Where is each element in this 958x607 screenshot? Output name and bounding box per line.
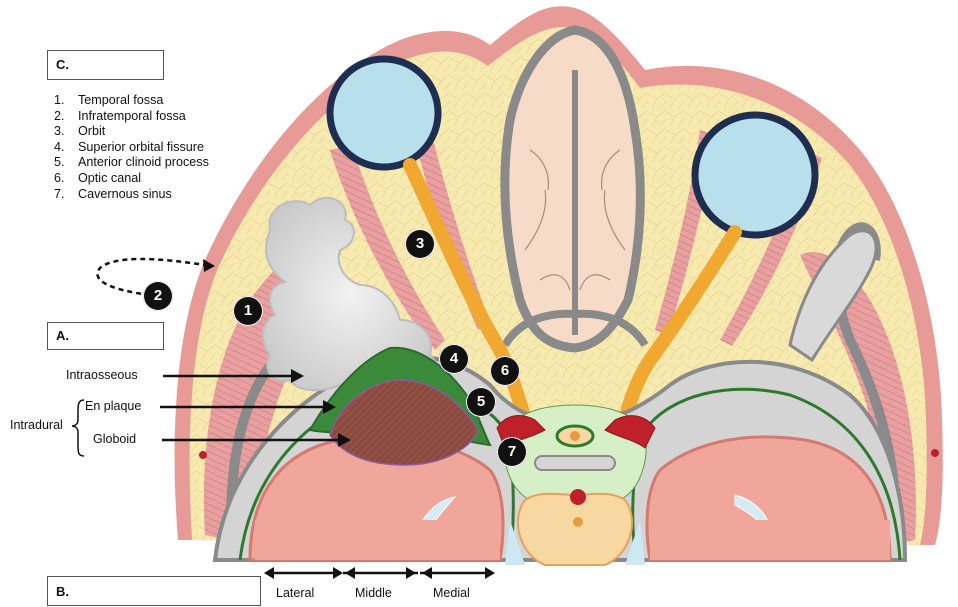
label-intradural: Intradural bbox=[10, 418, 63, 432]
panel-b-label: B. bbox=[47, 576, 261, 606]
zone-arrow-lateral-right-head bbox=[333, 567, 343, 579]
legend-item: 5.Anterior clinoid process bbox=[54, 155, 209, 171]
eye-globe-left bbox=[330, 59, 438, 167]
label-intraosseous: Intraosseous bbox=[66, 368, 138, 382]
zone-label-middle: Middle bbox=[355, 586, 392, 600]
basilar-artery bbox=[570, 489, 586, 505]
marker-1: 1 bbox=[233, 296, 263, 326]
panel-a-label: A. bbox=[47, 322, 164, 350]
label-en-plaque: En plaque bbox=[85, 399, 141, 413]
legend-item: 6.Optic canal bbox=[54, 171, 209, 187]
marker-6: 6 bbox=[490, 356, 520, 386]
zone-arrow-medial-left-head bbox=[422, 567, 432, 579]
legend-item: 1.Temporal fossa bbox=[54, 93, 209, 109]
marker-5: 5 bbox=[466, 387, 496, 417]
label-globoid: Globoid bbox=[93, 432, 136, 446]
marker-2: 2 bbox=[143, 281, 173, 311]
legend-item: 3.Orbit bbox=[54, 124, 209, 140]
dorsum-sellae bbox=[535, 456, 615, 470]
zone-arrow-medial-right-head bbox=[485, 567, 495, 579]
pituitary-center bbox=[570, 431, 580, 441]
brainstem bbox=[518, 494, 632, 565]
brain-inner-left bbox=[255, 520, 500, 560]
marker-4: 4 bbox=[439, 344, 469, 374]
legend-item: 7.Cavernous sinus bbox=[54, 187, 209, 203]
eye-globe-right bbox=[695, 115, 815, 235]
zone-arrow-middle-left-head bbox=[345, 567, 355, 579]
marker-7: 7 bbox=[497, 437, 527, 467]
intradural-brace bbox=[72, 400, 84, 456]
temporal-artery-right bbox=[931, 449, 939, 457]
zone-arrow-lateral-left-head bbox=[264, 567, 274, 579]
zone-label-lateral: Lateral bbox=[276, 586, 314, 600]
brainstem-center bbox=[573, 517, 583, 527]
marker-3: 3 bbox=[405, 229, 435, 259]
panel-c-label: C. bbox=[47, 50, 164, 80]
legend-item: 2.Infratemporal fossa bbox=[54, 109, 209, 125]
legend-item: 4.Superior orbital fissure bbox=[54, 140, 209, 156]
zone-arrow-middle-right-head bbox=[406, 567, 416, 579]
temporal-artery-left bbox=[199, 451, 207, 459]
structure-legend: 1.Temporal fossa 2.Infratemporal fossa 3… bbox=[54, 93, 209, 202]
zone-label-medial: Medial bbox=[433, 586, 470, 600]
brain-inner-right bbox=[650, 520, 890, 560]
